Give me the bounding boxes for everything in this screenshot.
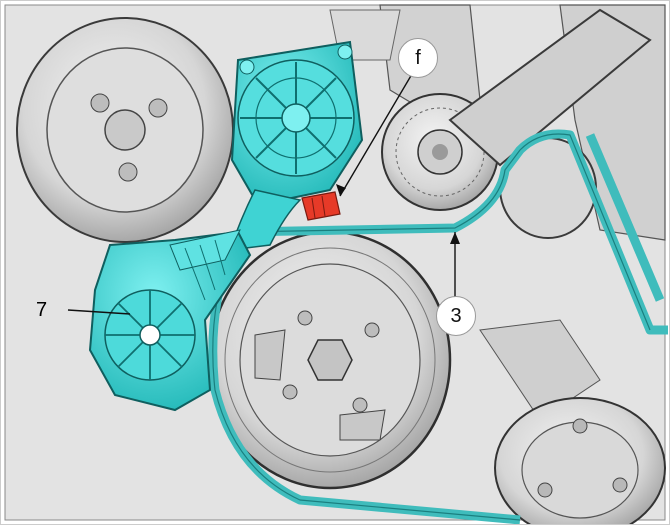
tensioner-arm — [448, 8, 652, 167]
tensioner-bracket — [88, 229, 252, 412]
callout-f: f — [398, 38, 438, 78]
callout-f-leader — [339, 73, 413, 197]
callout-3: 3 — [436, 296, 476, 336]
crankshaft-pulley — [208, 230, 452, 490]
callout-7-leader — [67, 309, 131, 315]
upper-left-pulley — [16, 17, 234, 243]
red-marker — [301, 191, 341, 221]
alternator — [228, 40, 364, 251]
callout-7: 7 — [36, 299, 48, 321]
lower-right-pulley — [494, 397, 666, 525]
